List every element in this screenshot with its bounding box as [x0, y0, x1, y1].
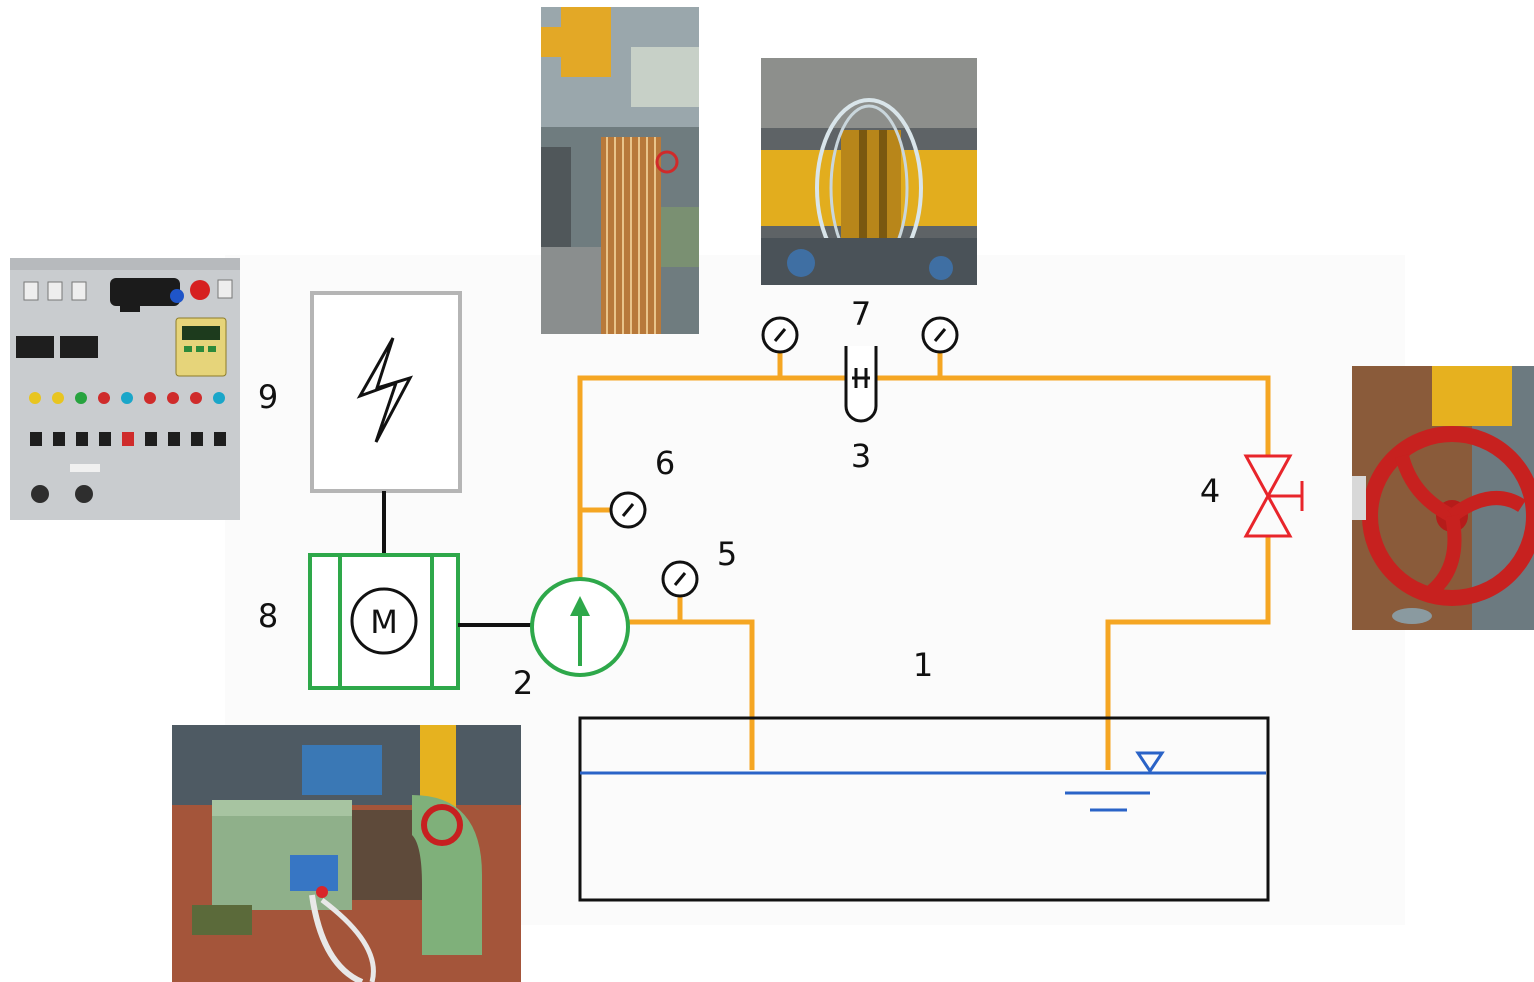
suction-pipe	[628, 619, 755, 770]
label-discharge-gauge: 6	[655, 444, 675, 482]
pipe-network	[577, 352, 1271, 770]
downstream-pressure-gauge-icon	[921, 316, 959, 354]
label-tank: 1	[913, 646, 933, 684]
gate-valve-icon	[1243, 454, 1304, 538]
pump-flow-arrow-icon	[570, 596, 590, 666]
label-power-supply: 9	[258, 378, 278, 416]
discharge-pipe	[577, 375, 1271, 588]
upstream-pressure-gauge-icon	[761, 316, 799, 354]
valve-handwheel-photo	[1352, 366, 1534, 630]
power-supply-box	[310, 291, 462, 493]
suction-pressure-gauge-icon	[661, 560, 699, 598]
motor-symbol-circle	[350, 587, 418, 655]
label-flow-meter: 3	[851, 437, 871, 475]
orifice-flange-photo	[761, 58, 977, 285]
label-motor: 8	[258, 597, 278, 635]
pressure-gauges	[609, 316, 959, 598]
manometer-tubes-photo	[541, 7, 699, 334]
control-panel-photo	[10, 258, 240, 520]
label-differential-gauges: 7	[851, 295, 871, 333]
label-pump: 2	[513, 664, 533, 702]
label-valve: 4	[1200, 472, 1220, 510]
discharge-pressure-gauge-icon	[609, 491, 647, 529]
lightning-bolt-icon	[356, 337, 414, 443]
return-pipe	[1105, 536, 1271, 770]
pump-motor-photo	[172, 725, 521, 982]
motor-symbol-letter: M	[370, 603, 398, 641]
water-tank	[578, 716, 1270, 902]
label-suction-gauge: 5	[717, 535, 737, 573]
water-level-icon	[1065, 751, 1165, 812]
flow-meter-icon	[844, 346, 878, 423]
